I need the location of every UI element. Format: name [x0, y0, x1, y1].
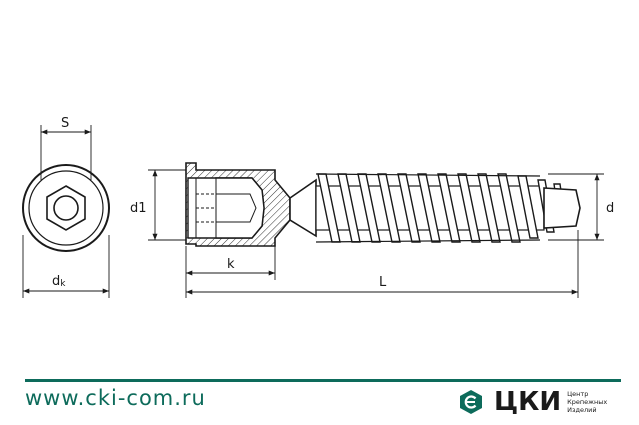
end-view — [22, 125, 110, 298]
side-view — [185, 162, 581, 247]
head-outer-circle — [22, 164, 110, 252]
dk-label-sub: k — [60, 279, 66, 289]
brand-tagline-line: Центр — [567, 390, 589, 398]
side-dimensions — [148, 169, 604, 298]
socket-edges — [195, 178, 257, 238]
brand-logo: ЦКИ Центр Крепежных Изделий — [458, 387, 607, 417]
head-inner-circle — [28, 170, 104, 246]
dk-label-main: d — [52, 274, 60, 289]
brand-tagline-line: Изделий — [567, 406, 597, 414]
footer-divider — [25, 379, 621, 382]
d-label: d — [606, 201, 614, 216]
socket-cavity — [187, 177, 265, 239]
l-label: L — [379, 275, 387, 290]
brand-tagline: Центр Крепежных Изделий — [567, 390, 607, 414]
s-label: S — [61, 116, 69, 131]
site-url-link[interactable]: www.cki-com.ru — [25, 386, 206, 410]
brand-hexagon-icon — [460, 390, 482, 414]
neck-outline — [289, 178, 317, 238]
socket-bore — [53, 195, 79, 221]
brand-name: ЦКИ — [494, 387, 562, 417]
d1-label: d1 — [130, 201, 147, 216]
technical-drawing: S dk — [22, 116, 614, 298]
hex-socket-outline — [46, 185, 86, 231]
screw-tip — [543, 187, 581, 229]
k-label: k — [227, 257, 235, 272]
brand-tagline-line: Крепежных — [567, 398, 608, 406]
dk-label: dk — [52, 274, 66, 289]
